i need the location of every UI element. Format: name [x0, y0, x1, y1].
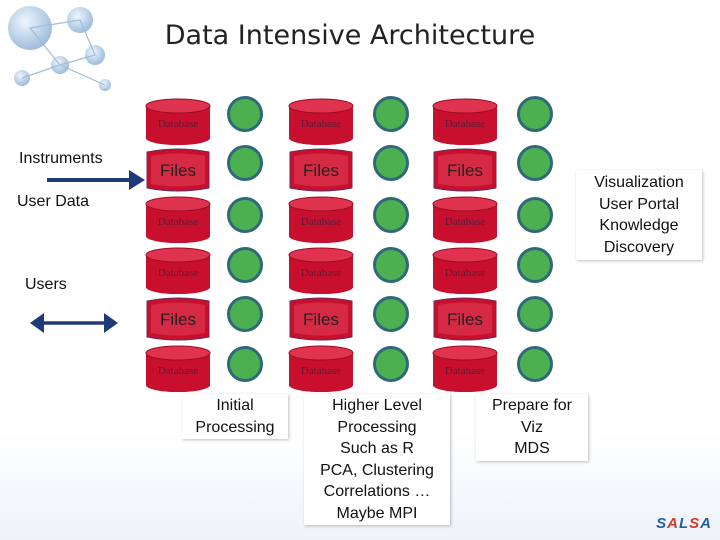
database-label: Database	[444, 118, 486, 130]
database-cylinder: Database	[287, 247, 355, 295]
compute-node	[227, 197, 263, 233]
compute-node	[517, 296, 553, 332]
database-label: Database	[157, 118, 199, 130]
database-label: Database	[157, 365, 199, 377]
users-label: Users	[25, 276, 67, 293]
user-data-label: User Data	[17, 193, 90, 210]
instruments-label: Instruments	[19, 150, 103, 167]
files-label: Files	[447, 310, 483, 329]
database-cylinder: Database	[287, 345, 355, 393]
database-label: Database	[300, 267, 342, 279]
database-label: Database	[444, 365, 486, 377]
database-cylinder: Database	[144, 98, 212, 146]
database-cylinder: Database	[144, 345, 212, 393]
database-cylinder: Database	[144, 247, 212, 295]
salsa-letter: L	[678, 515, 690, 532]
output-line: Knowledge	[599, 217, 679, 234]
files-storage: Files	[432, 297, 498, 341]
files-storage: Files	[145, 297, 211, 341]
compute-node	[373, 197, 409, 233]
database-label: Database	[157, 216, 199, 228]
files-label: Files	[303, 310, 339, 329]
files-label: Files	[160, 161, 196, 180]
salsa-letter: S	[689, 515, 701, 532]
compute-node	[227, 296, 263, 332]
compute-node	[373, 247, 409, 283]
stage-line: Such as R	[340, 440, 414, 457]
database-label: Database	[300, 216, 342, 228]
initial-processing-box: Initial Processing	[182, 394, 288, 439]
higher-level-processing-box: Higher Level Processing Such as R PCA, C…	[304, 394, 450, 525]
compute-node	[517, 197, 553, 233]
database-label: Database	[157, 267, 199, 279]
compute-node	[517, 96, 553, 132]
salsa-letter: S	[656, 515, 668, 532]
files-label: Files	[447, 161, 483, 180]
compute-node	[227, 346, 263, 382]
database-cylinder: Database	[287, 196, 355, 244]
stage-line: Processing	[195, 418, 275, 436]
files-storage: Files	[288, 297, 354, 341]
stage-line: Processing	[337, 418, 417, 436]
compute-node	[227, 145, 263, 181]
database-cylinder: Database	[431, 196, 499, 244]
compute-node	[373, 96, 409, 132]
compute-node	[517, 346, 553, 382]
database-label: Database	[300, 365, 342, 377]
stage-line: Correlations …	[323, 483, 431, 500]
output-line: Visualization	[594, 174, 684, 191]
files-storage: Files	[145, 148, 211, 192]
database-cylinder: Database	[287, 98, 355, 146]
compute-node	[227, 247, 263, 283]
compute-node	[373, 346, 409, 382]
prepare-viz-box: Prepare for Viz MDS	[476, 394, 588, 461]
stage-line: Prepare for	[491, 397, 573, 414]
salsa-letter: A	[700, 515, 712, 532]
files-label: Files	[160, 310, 196, 329]
globe-network-logo-icon	[8, 6, 111, 91]
compute-node	[517, 145, 553, 181]
bidirectional-arrow-icon	[30, 313, 118, 333]
output-box: Visualization User Portal Knowledge Disc…	[576, 170, 702, 260]
output-line: User Portal	[598, 195, 680, 213]
database-cylinder: Database	[431, 98, 499, 146]
salsa-logo: SALSA	[656, 515, 712, 532]
stage-line: PCA, Clustering	[320, 461, 434, 479]
salsa-letter: A	[667, 515, 679, 532]
input-arrow-icon	[47, 170, 145, 190]
compute-node	[227, 96, 263, 132]
stage-line: Higher Level	[332, 397, 422, 414]
files-storage: Files	[432, 148, 498, 192]
compute-node	[373, 145, 409, 181]
files-storage: Files	[288, 148, 354, 192]
database-cylinder: Database	[431, 247, 499, 295]
database-cylinder: Database	[144, 196, 212, 244]
database-label: Database	[444, 267, 486, 279]
database-label: Database	[444, 216, 486, 228]
compute-node	[373, 296, 409, 332]
database-cylinder: Database	[431, 345, 499, 393]
files-label: Files	[303, 161, 339, 180]
compute-node	[517, 247, 553, 283]
page-title: Data Intensive Architecture	[164, 20, 536, 51]
stage-line: Viz	[521, 418, 543, 436]
stage-line: MDS	[514, 440, 550, 457]
stage-line: Initial	[216, 397, 254, 414]
output-line: Discovery	[603, 238, 675, 256]
stage-line: Maybe MPI	[336, 504, 418, 522]
database-label: Database	[300, 118, 342, 130]
